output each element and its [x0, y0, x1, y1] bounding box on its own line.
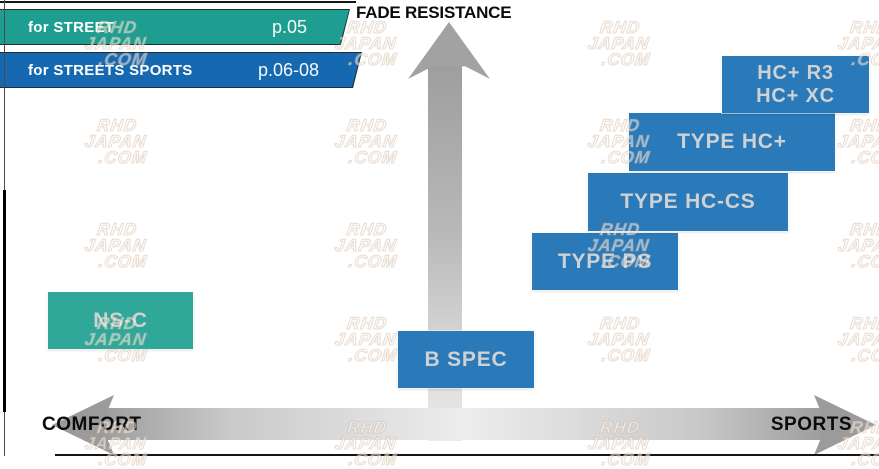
watermark-line: .COM [850, 345, 879, 365]
product-box-b-spec: B SPEC [398, 331, 534, 388]
product-box-type-ps: TYPE PS [532, 233, 678, 290]
watermark-line: RHD [848, 17, 879, 37]
watermark-line: JAPAN [83, 235, 148, 255]
product-label: HC+ R3 [757, 61, 834, 84]
horizontal-axis-label-sports: SPORTS [770, 414, 852, 435]
banner-page-ref: p.05 [271, 16, 307, 37]
page-edge-top-line [0, 1, 356, 3]
watermark-line: RHD [848, 219, 879, 239]
comfort-sports-axis-band [96, 408, 830, 440]
watermark-line: JAPAN [836, 235, 879, 255]
product-label: B SPEC [424, 347, 508, 371]
watermark-line: RHD [598, 313, 642, 333]
watermark-line: JAPAN [586, 329, 651, 349]
page-edge-bottom-line [55, 454, 879, 456]
product-box-type-hc-plus: TYPE HC+ [629, 113, 835, 171]
product-label: TYPE HC-CS [620, 190, 756, 213]
banner-label: for STREET [28, 18, 115, 36]
horizontal-axis-label-comfort: COMFORT [42, 414, 142, 435]
banner-for-street: for STREET p.05 [0, 9, 350, 45]
page-edge-left-line-thick [3, 190, 6, 412]
watermark-line: .COM [600, 345, 652, 365]
product-box-ns-c: NS-C [48, 292, 193, 349]
watermark-line: RHD [345, 219, 389, 239]
watermark-line: JAPAN [836, 33, 879, 53]
product-box-hc-plus-r3-xc: HC+ R3 HC+ XC [722, 56, 869, 113]
watermark-line: JAPAN [333, 131, 398, 151]
watermark-line: .COM [97, 345, 149, 365]
watermark-line: .COM [347, 251, 399, 271]
watermark-line: JAPAN [333, 235, 398, 255]
product-label: NS-C [93, 308, 148, 332]
watermark-line: .COM [97, 147, 149, 167]
watermark-line: .COM [850, 147, 879, 167]
product-box-type-hc-cs: TYPE HC-CS [588, 173, 788, 231]
product-label: HC+ XC [756, 84, 835, 107]
watermark-line: JAPAN [586, 33, 651, 53]
product-label: TYPE PS [557, 249, 653, 273]
watermark-line: RHD [345, 115, 389, 135]
watermark-line: JAPAN [836, 329, 879, 349]
watermark-line: .COM [347, 147, 399, 167]
watermark-line: .COM [850, 251, 879, 271]
watermark-line: .COM [97, 251, 149, 271]
watermark-line: RHD [848, 115, 879, 135]
watermark-line: JAPAN [83, 131, 148, 151]
product-label: TYPE HC+ [677, 130, 787, 153]
watermark-line: RHD [95, 115, 139, 135]
watermark-line: JAPAN [836, 131, 879, 151]
watermark-line: RHD [848, 313, 879, 333]
watermark-line: RHD [345, 313, 389, 333]
watermark-line: RHD [95, 219, 139, 239]
watermark-line: .COM [600, 49, 652, 69]
banner-page-ref: p.06-08 [257, 59, 319, 80]
banner-label: for STREETS SPORTS [28, 61, 193, 79]
vertical-axis-label: FADE RESISTANCE [356, 3, 512, 22]
banner-for-streets-sports: for STREETS SPORTS p.06-08 [0, 52, 362, 88]
watermark-line: RHD [598, 17, 642, 37]
